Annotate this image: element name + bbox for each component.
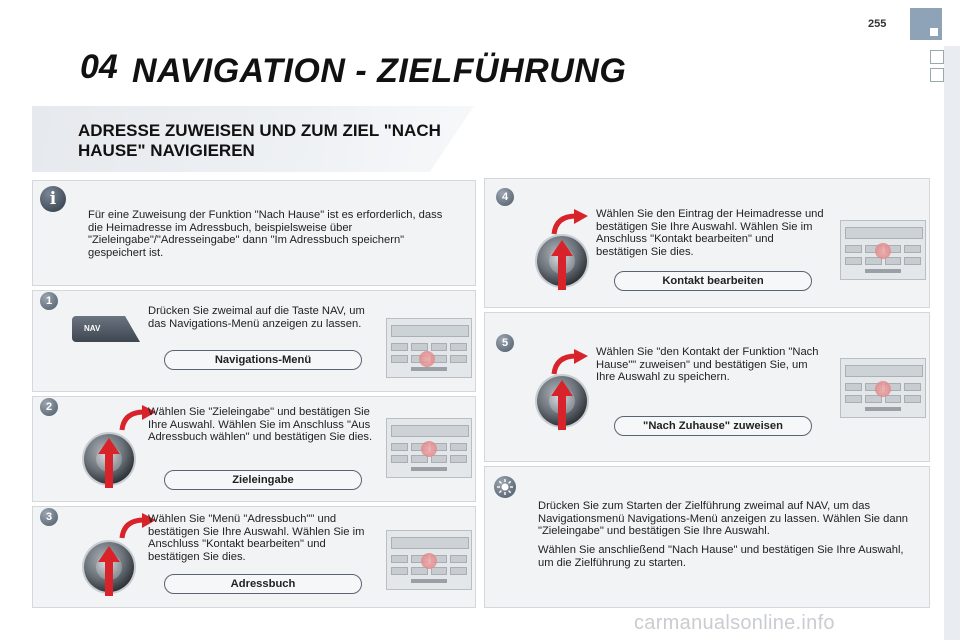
step-number-badge: 1: [40, 292, 58, 310]
push-arrow-icon: [551, 240, 573, 290]
step-2-text: Wählen Sie "Zieleingabe" und bestätigen …: [148, 406, 373, 444]
step-1-text: Drücken Sie zweimal auf die Taste NAV, u…: [148, 305, 365, 330]
section-header-panel: [32, 106, 474, 172]
menu-label-kontakt-bearbeiten: Kontakt bearbeiten: [614, 271, 812, 291]
menu-label-nach-zuhause-zuweisen: "Nach Zuhause" zuweisen: [614, 416, 812, 436]
step-number-badge: 4: [496, 188, 514, 206]
side-box-icon: [930, 50, 944, 64]
push-arrow-icon: [98, 546, 120, 596]
radio-unit-icon: [386, 318, 472, 378]
section-title: ADRESSE ZUWEISEN UND ZUM ZIEL "NACH HAUS…: [78, 121, 441, 160]
page-edge-bar: [944, 46, 960, 640]
chapter-title: NAVIGATION - ZIELFÜHRUNG: [132, 52, 627, 90]
curved-arrow-icon: [119, 513, 156, 539]
info-text: Für eine Zuweisung der Funktion "Nach Ha…: [88, 209, 443, 259]
page-number: 255: [868, 18, 887, 30]
tip-paragraph-2: Wählen Sie anschließend "Nach Hause" und…: [538, 544, 904, 569]
menu-label-zieleingabe: Zieleingabe: [164, 470, 362, 490]
curved-arrow-icon: [551, 209, 588, 235]
step-number-badge: 5: [496, 334, 514, 352]
radio-unit-icon: [840, 220, 926, 280]
radio-unit-icon: [840, 358, 926, 418]
chapter-tab-icon: [910, 8, 942, 40]
curved-arrow-icon: [551, 349, 588, 375]
step-4-text: Wählen Sie den Eintrag der Heimadresse u…: [596, 208, 824, 258]
curved-arrow-icon: [119, 405, 156, 431]
sun-icon: [494, 476, 516, 498]
push-arrow-icon: [551, 380, 573, 430]
step-number-badge: 2: [40, 398, 58, 416]
menu-label-adressbuch: Adressbuch: [164, 574, 362, 594]
info-panel: [32, 180, 476, 286]
info-icon: i: [40, 186, 66, 212]
radio-unit-icon: [386, 418, 472, 478]
radio-unit-icon: [386, 530, 472, 590]
chapter-number: 04: [80, 48, 118, 86]
tip-paragraph-1: Drücken Sie zum Starten der Zielführung …: [538, 500, 909, 538]
step-3-text: Wählen Sie "Menü "Adressbuch"" und bestä…: [148, 513, 365, 563]
tip-panel: [484, 466, 930, 608]
menu-label-navigations-menu: Navigations-Menü: [164, 350, 362, 370]
side-box-icon: [930, 68, 944, 82]
step-number-badge: 3: [40, 508, 58, 526]
step-5-text: Wählen Sie "den Kontakt der Funktion "Na…: [596, 346, 819, 384]
push-arrow-icon: [98, 438, 120, 488]
watermark: carmanualsonline.info: [634, 612, 835, 634]
